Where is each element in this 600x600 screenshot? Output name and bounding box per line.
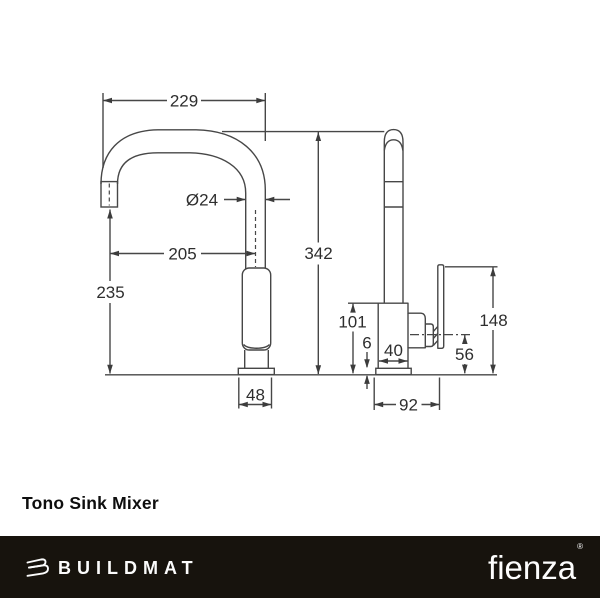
mixer-body-front [241,267,272,351]
dim-body-depth: 40 [379,341,408,364]
buildmat-logo-icon [26,557,49,577]
dim-label-101: 101 [338,313,366,332]
handle-hatching [432,326,439,346]
base-plate-side [375,367,412,376]
dim-label-40: 40 [384,341,403,360]
spout-outer-curve [100,129,266,269]
product-title: Tono Sink Mixer [22,493,159,513]
dim-label-229: 229 [170,92,198,111]
footer-bar: BUILDMAT fienza® [0,536,600,598]
dim-label-235: 235 [96,283,124,302]
dim-overall-height: 342 [222,130,385,375]
dim-spout-reach: 205 [110,245,256,264]
dim-label-342: 342 [304,244,332,263]
dim-outlet-height: 235 [96,209,125,374]
dim-label-48: 48 [246,386,265,405]
dim-overall-depth: 92 [373,377,441,415]
dim-label-92: 92 [399,396,418,415]
dim-body-height: 101 [338,302,379,374]
body-seam [242,343,271,349]
dim-base-width: 48 [238,377,273,409]
buildmat-logo: BUILDMAT [24,554,199,581]
dim-overall-width: 229 [102,92,266,168]
tube-cap-outer [383,128,404,143]
dim-label-d24: Ø24 [186,191,218,210]
base-plate-front [237,367,276,376]
dim-label-6: 6 [362,334,371,353]
spout-outlet [100,180,119,208]
registered-trademark: ® [577,541,583,551]
spout-inner-curve [116,152,247,269]
dim-plate-thickness: 6 [362,334,372,389]
tube-cap-inner [383,139,404,151]
dim-label-148: 148 [479,311,507,330]
buildmat-wordmark: BUILDMAT [58,557,199,578]
dim-spout-diameter: Ø24 [186,191,290,210]
handle-lever [437,264,445,349]
dim-label-56: 56 [455,345,474,364]
mixer-dimension-diagram: 229 Ø24 205 235 342 [96,92,508,415]
cartridge-barrel [425,323,434,348]
dim-label-205: 205 [168,245,196,264]
fienza-wordmark: fienza [488,548,577,586]
side-view [375,128,445,376]
dim-handle-pivot-height: 56 [410,334,474,374]
fienza-logo: fienza® [488,542,583,586]
dim-handle-top-height: 148 [445,266,508,374]
